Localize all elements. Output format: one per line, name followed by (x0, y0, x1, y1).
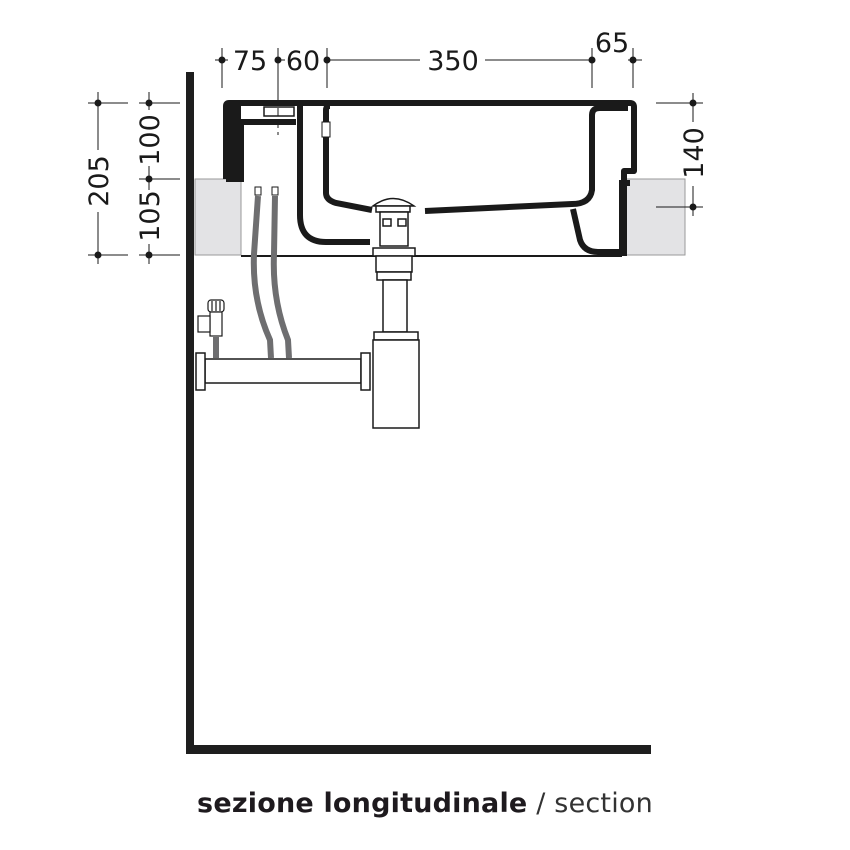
angle-valve (197, 299, 225, 337)
waste-pipe (195, 352, 371, 391)
right-support-block (622, 178, 686, 256)
dimension-chain-horizontal (215, 48, 642, 100)
floor (186, 745, 651, 754)
pop-up-drain (370, 197, 417, 281)
dimension-label-105: 105 (135, 190, 166, 242)
diagram-caption: sezione longitudinale / section (0, 788, 850, 819)
left-support-block (194, 178, 242, 256)
bottle-trap (372, 279, 420, 429)
dimension-label-140: 140 (679, 127, 710, 179)
dimension-label-75: 75 (233, 46, 267, 77)
hose-caps (254, 186, 279, 196)
dimension-label-65: 65 (595, 28, 629, 59)
dimension-chain-vertical-left (88, 92, 180, 264)
wall-and-floor (186, 72, 651, 754)
caption-primary: sezione longitudinale (197, 788, 528, 819)
dimension-label-60: 60 (286, 46, 320, 77)
supply-hoses (213, 195, 292, 359)
caption-separator: / (527, 788, 555, 819)
dimension-label-350: 350 (427, 46, 479, 77)
basin-shell (223, 100, 637, 257)
support-blocks (194, 178, 686, 256)
dimension-label-100: 100 (135, 114, 166, 166)
dimension-label-205: 205 (84, 155, 115, 207)
wall (186, 72, 194, 754)
dimension-chain-vertical-right (656, 93, 703, 216)
caption-secondary: section (554, 788, 653, 819)
